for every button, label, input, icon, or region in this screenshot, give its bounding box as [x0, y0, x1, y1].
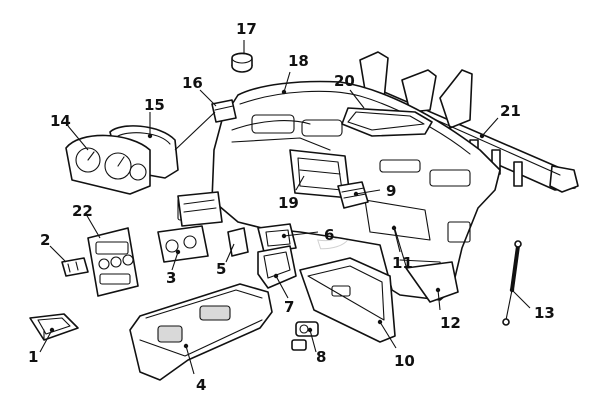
- part-22-control-panel: [87, 227, 139, 297]
- part-10-glove-box: [299, 257, 396, 343]
- callout-11: 11: [392, 254, 413, 272]
- callout-18: 18: [288, 52, 309, 70]
- part-2-switch: [61, 257, 89, 277]
- part-4-center-console: [129, 283, 273, 381]
- callout-3: 3: [166, 269, 176, 287]
- callout-8: 8: [316, 348, 326, 366]
- callout-17: 17: [236, 20, 257, 38]
- part-7-lower-trim: [257, 245, 297, 289]
- part-5-bracket: [227, 227, 249, 257]
- callout-20: 20: [334, 72, 355, 90]
- part-12-side-trim: [405, 261, 459, 303]
- callout-10: 10: [394, 352, 415, 370]
- callout-4: 4: [196, 376, 206, 394]
- part-13-strut: [502, 240, 522, 326]
- callout-7: 7: [284, 298, 294, 316]
- part-8-lock: [291, 321, 319, 351]
- callout-14: 14: [50, 112, 71, 130]
- part-20-tray: [341, 107, 433, 137]
- callout-1: 1: [28, 348, 38, 366]
- part-14-instrument-cluster: [65, 134, 151, 195]
- callout-16: 16: [182, 74, 203, 92]
- callout-labels: 1 2 3 4 5 6 7 8 9 10 11 12 13 14 15 16 1…: [28, 20, 555, 394]
- leader-lines: [39, 40, 531, 375]
- callout-6: 6: [324, 226, 334, 244]
- part-1-ashtray: [29, 313, 79, 341]
- callout-15: 15: [144, 96, 165, 114]
- part-3-radio-unit: [157, 191, 223, 263]
- part-6-bracket: [257, 223, 297, 253]
- callout-19: 19: [278, 194, 299, 212]
- callout-22: 22: [72, 202, 93, 220]
- callout-5: 5: [216, 260, 226, 278]
- callout-13: 13: [534, 304, 555, 322]
- part-17-cap: [231, 52, 253, 73]
- part-11-rod: [393, 225, 407, 267]
- callout-2: 2: [40, 231, 50, 249]
- callout-21: 21: [500, 102, 521, 120]
- callout-12: 12: [440, 314, 461, 332]
- part-9-side-vent: [337, 181, 369, 209]
- part-16-vent: [211, 99, 237, 123]
- callout-9: 9: [386, 182, 396, 200]
